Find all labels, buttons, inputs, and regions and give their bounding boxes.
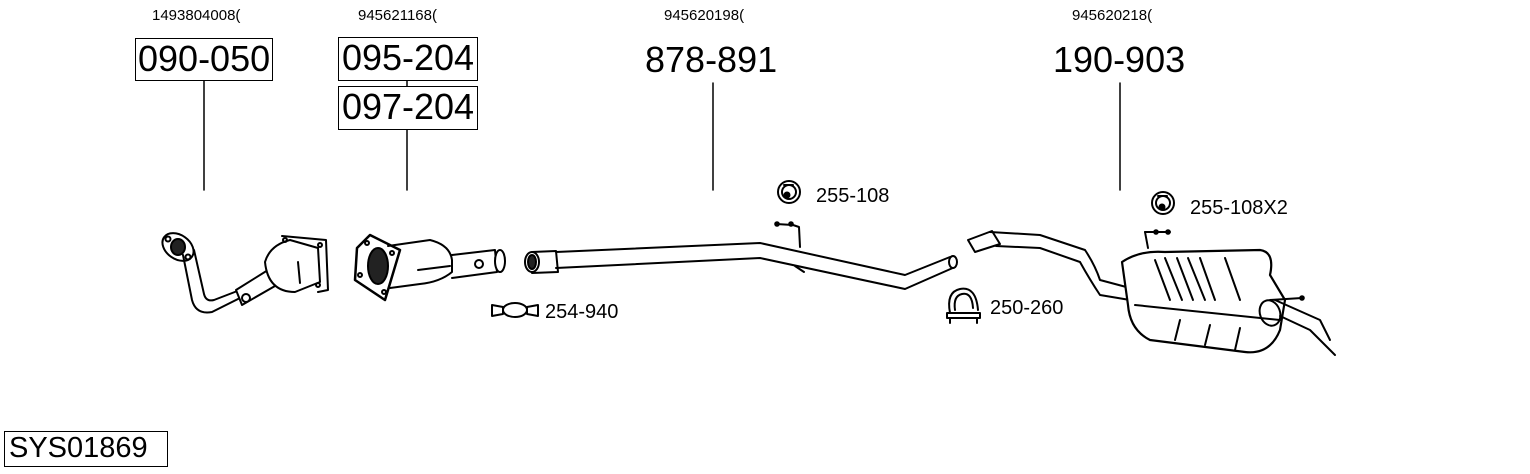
rubber-hanger-icon[interactable] — [777, 180, 801, 204]
accessory-label-255-108[interactable]: 255-108 — [816, 185, 890, 207]
middle-pipe-icon[interactable] — [524, 221, 958, 290]
accessory-label-254-940[interactable]: 254-940 — [545, 301, 619, 323]
part-number-097-204[interactable]: 097-204 — [338, 86, 478, 130]
part-number-190-903[interactable]: 190-903 — [1053, 39, 1186, 80]
part-number-095-204[interactable]: 095-204 — [338, 37, 478, 81]
oem-number-dpf: 945621168( — [358, 7, 437, 24]
diesel-particulate-filter-icon[interactable] — [353, 233, 506, 302]
system-code: SYS01869 — [4, 431, 168, 467]
leader-lines — [203, 80, 1121, 191]
oem-number-rear-silencer: 945620218( — [1072, 7, 1153, 24]
rear-silencer-icon[interactable] — [967, 229, 1336, 356]
oem-number-front-cat: 1493804008( — [152, 7, 241, 24]
oem-number-middle-pipe: 945620198( — [664, 7, 745, 24]
u-bolt-clamp-icon[interactable] — [946, 287, 981, 324]
accessory-label-255-108x2[interactable]: 255-108X2 — [1190, 197, 1288, 219]
pipe-clamp-icon[interactable] — [491, 302, 539, 318]
part-number-878-891[interactable]: 878-891 — [645, 39, 778, 80]
rubber-hanger-x2-icon[interactable] — [1151, 191, 1175, 215]
accessory-label-250-260[interactable]: 250-260 — [990, 297, 1064, 319]
front-catalytic-converter-icon[interactable] — [157, 227, 329, 314]
part-number-090-050[interactable]: 090-050 — [135, 38, 273, 81]
